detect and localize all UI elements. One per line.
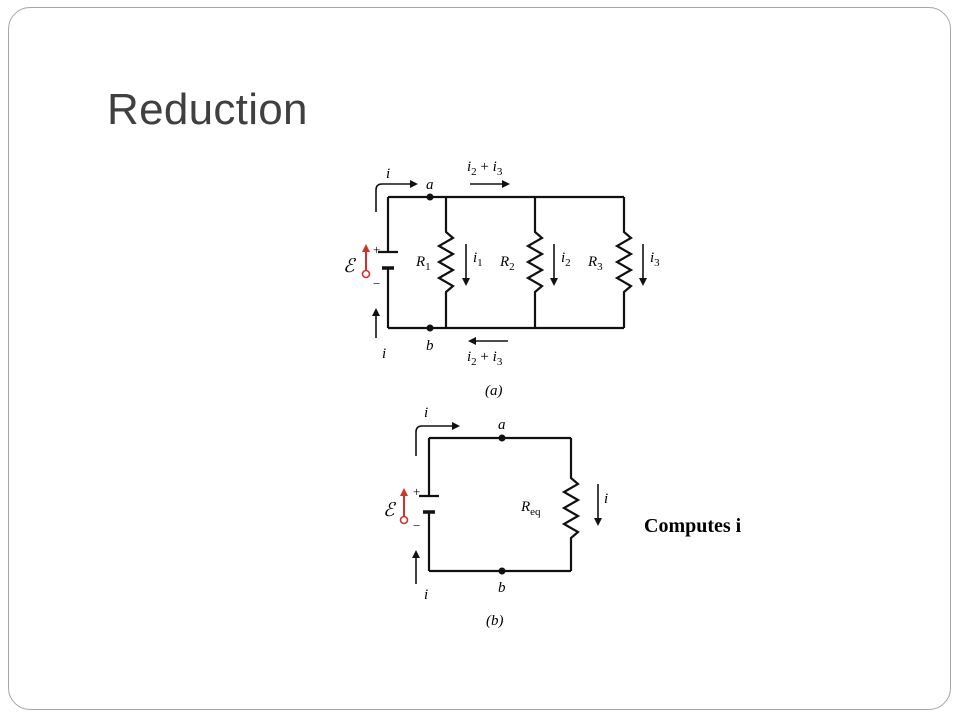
slide-title: Reduction xyxy=(107,85,308,134)
svg-text:i1: i1 xyxy=(473,250,483,269)
label-b-i-top: i xyxy=(424,405,428,421)
label-r3: R3 xyxy=(587,254,603,273)
node-a-bottom xyxy=(426,324,434,332)
label-a-bottom-current: i2 + i3 xyxy=(467,349,503,368)
label-b-i-bottom: i xyxy=(424,587,428,603)
label-a-i-top: i xyxy=(386,166,390,182)
circuit-b xyxy=(412,422,602,584)
node-b-bottom xyxy=(498,567,506,575)
svg-text:i2: i2 xyxy=(561,250,571,269)
svg-text:R1: R1 xyxy=(415,254,431,273)
current-arrow-a-top xyxy=(375,180,418,212)
label-b-plus: + xyxy=(413,484,420,499)
resistor-r3 xyxy=(614,197,634,328)
label-b-minus: − xyxy=(413,518,420,533)
caption-b: (b) xyxy=(486,613,504,629)
label-a-minus: − xyxy=(373,276,380,291)
caption-a: (a) xyxy=(485,383,503,399)
label-b-node-b: b xyxy=(498,580,506,596)
resistor-r1 xyxy=(436,197,456,328)
svg-text:i2 + i3: i2 + i3 xyxy=(467,349,503,368)
emf-marker-a xyxy=(361,244,371,279)
svg-text:i2 + i3: i2 + i3 xyxy=(467,159,503,178)
computes-note: Computes i xyxy=(644,515,742,537)
resistor-req xyxy=(561,438,581,571)
label-a-top-current: i2 + i3 xyxy=(467,159,503,178)
emf-marker-b xyxy=(399,488,409,525)
resistor-r2 xyxy=(525,197,545,328)
label-i3: i3 xyxy=(650,250,660,269)
node-a-top xyxy=(426,193,434,201)
svg-text:R2: R2 xyxy=(499,254,515,273)
label-r2: R2 xyxy=(499,254,515,273)
svg-text:i3: i3 xyxy=(650,250,660,269)
svg-text:Req: Req xyxy=(520,499,541,518)
label-a-i-bottom: i xyxy=(382,346,386,362)
label-req: Req xyxy=(520,499,541,518)
label-b-i-right: i xyxy=(604,491,608,507)
label-node-b: b xyxy=(426,338,434,354)
slide-frame xyxy=(8,7,951,710)
label-r1: R1 xyxy=(415,254,431,273)
label-b-node-a: a xyxy=(498,417,506,433)
label-a-plus: + xyxy=(373,242,380,257)
node-b-top xyxy=(498,434,506,442)
label-a-emf: ℰ xyxy=(343,256,357,277)
label-node-a: a xyxy=(426,177,434,193)
label-b-emf: ℰ xyxy=(383,500,397,521)
label-i2: i2 xyxy=(561,250,571,269)
label-i1: i1 xyxy=(473,250,483,269)
current-arrow-b-top xyxy=(415,422,460,456)
svg-text:R3: R3 xyxy=(587,254,603,273)
